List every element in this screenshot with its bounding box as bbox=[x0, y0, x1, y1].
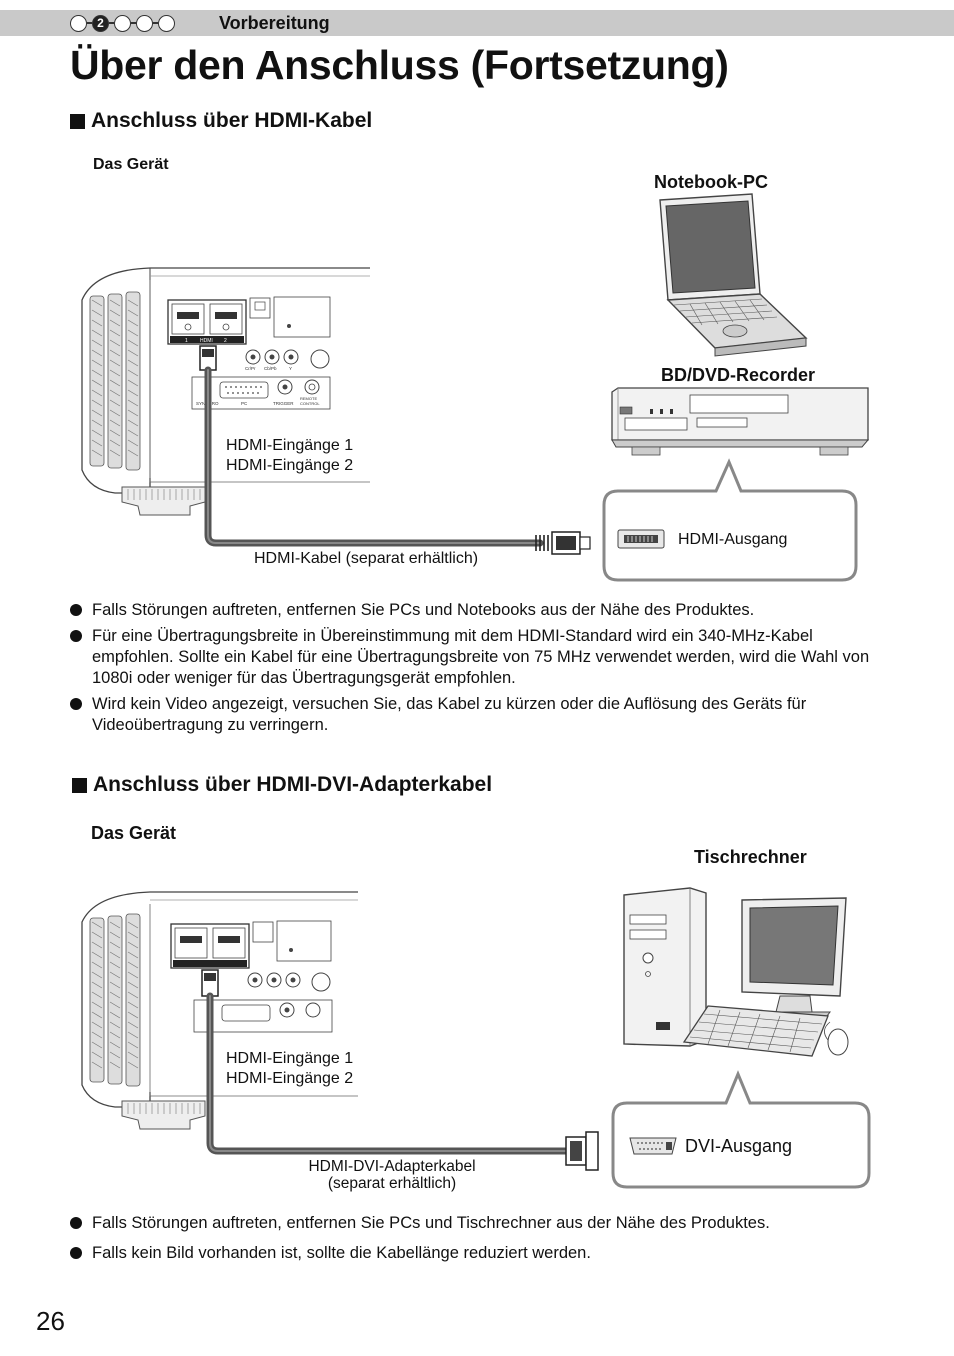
page-number: 26 bbox=[36, 1306, 65, 1336]
note-item: Falls Störungen auftreten, entfernen Sie… bbox=[70, 1213, 910, 1234]
bullet-icon bbox=[70, 630, 82, 642]
hdmi-input1-label: HDMI-Eingänge 1 bbox=[226, 437, 354, 454]
step-dot-3 bbox=[114, 14, 131, 32]
hdmi-output-callout bbox=[602, 458, 858, 582]
bullet-icon bbox=[70, 698, 82, 710]
notebook-pc-illustration bbox=[659, 193, 808, 357]
projector-rear-illustration: 1 HDMI 2 Cr/Pr Cb/Pb Y SYNCHRO PC TRIGGE… bbox=[81, 267, 370, 516]
hdmi-input1-label-2: HDMI-Eingänge 1 bbox=[226, 1050, 354, 1067]
hdmi-dvi-connection-diagram bbox=[81, 887, 871, 1189]
hdmi-cable bbox=[199, 345, 591, 555]
note-item: Falls Störungen auftreten, entfernen Sie… bbox=[70, 600, 890, 621]
recorder-label: BD/DVD-Recorder bbox=[661, 365, 816, 385]
hdmi-cable-label: HDMI-Kabel (separat erhältlich) bbox=[254, 550, 479, 567]
section2-heading: Anschluss über HDMI-DVI-Adapterkabel bbox=[72, 773, 492, 797]
section-label: Vorbereitung bbox=[219, 13, 330, 33]
svg-text:2: 2 bbox=[224, 338, 227, 344]
note-item: Wird kein Video angezeigt, versuchen Sie… bbox=[70, 694, 890, 736]
bullet-icon bbox=[70, 604, 82, 616]
dvi-output-callout bbox=[611, 1070, 871, 1189]
svg-text:Cr/Pr: Cr/Pr bbox=[245, 366, 256, 371]
svg-text:REMOTE: REMOTE bbox=[300, 396, 317, 401]
hdmi-dvi-cable-label: HDMI-DVI-Adapterkabel (separat erhältlic… bbox=[308, 1158, 476, 1192]
bullet-icon bbox=[70, 1247, 82, 1259]
page-title: Über den Anschluss (Fortsetzung) bbox=[70, 42, 729, 88]
svg-text:CONTROL: CONTROL bbox=[300, 401, 320, 406]
svg-text:1: 1 bbox=[185, 338, 188, 344]
step-dot-1 bbox=[70, 14, 87, 32]
bd-dvd-recorder-illustration bbox=[611, 387, 870, 456]
square-bullet-icon bbox=[72, 777, 87, 793]
svg-text:TRIGGER: TRIGGER bbox=[273, 401, 294, 406]
desktop-label: Tischrechner bbox=[694, 847, 807, 867]
step-indicator: 2 bbox=[70, 13, 175, 33]
dvi-output-label: DVI-Ausgang bbox=[685, 1136, 793, 1156]
device-label: Das Gerät bbox=[93, 156, 169, 173]
step-dot-5 bbox=[158, 14, 175, 32]
svg-text:Cb/Pb: Cb/Pb bbox=[264, 366, 277, 371]
svg-text:PC: PC bbox=[241, 401, 248, 406]
notebook-label: Notebook-PC bbox=[654, 172, 768, 192]
svg-text:Y: Y bbox=[289, 366, 292, 371]
hdmi-input2-label: HDMI-Eingänge 2 bbox=[226, 457, 354, 474]
hdmi-connection-diagram: 1 HDMI 2 Cr/Pr Cb/Pb Y SYNCHRO PC TRIGGE… bbox=[81, 193, 870, 582]
hdmi-output-label: HDMI-Ausgang bbox=[678, 531, 788, 548]
note-item: Für eine Übertragungsbreite in Übereinst… bbox=[70, 626, 890, 689]
section2-notes: Falls Störungen auftreten, entfernen Sie… bbox=[70, 1213, 910, 1269]
section1-notes: Falls Störungen auftreten, entfernen Sie… bbox=[70, 600, 890, 741]
bullet-icon bbox=[70, 1217, 82, 1229]
step-dot-4 bbox=[136, 14, 153, 32]
note-item: Falls kein Bild vorhanden ist, sollte di… bbox=[70, 1243, 910, 1264]
square-bullet-icon bbox=[70, 113, 85, 129]
svg-text:HDMI: HDMI bbox=[200, 338, 213, 344]
hdmi-dvi-cable bbox=[201, 969, 599, 1171]
desktop-computer-illustration bbox=[623, 887, 849, 1057]
step-dot-2-active: 2 bbox=[92, 14, 109, 32]
device-label-2: Das Gerät bbox=[91, 823, 177, 843]
projector-rear-illustration-2 bbox=[81, 891, 358, 1130]
hdmi-input2-label-2: HDMI-Eingänge 2 bbox=[226, 1070, 354, 1087]
section1-heading: Anschluss über HDMI-Kabel bbox=[70, 109, 372, 133]
